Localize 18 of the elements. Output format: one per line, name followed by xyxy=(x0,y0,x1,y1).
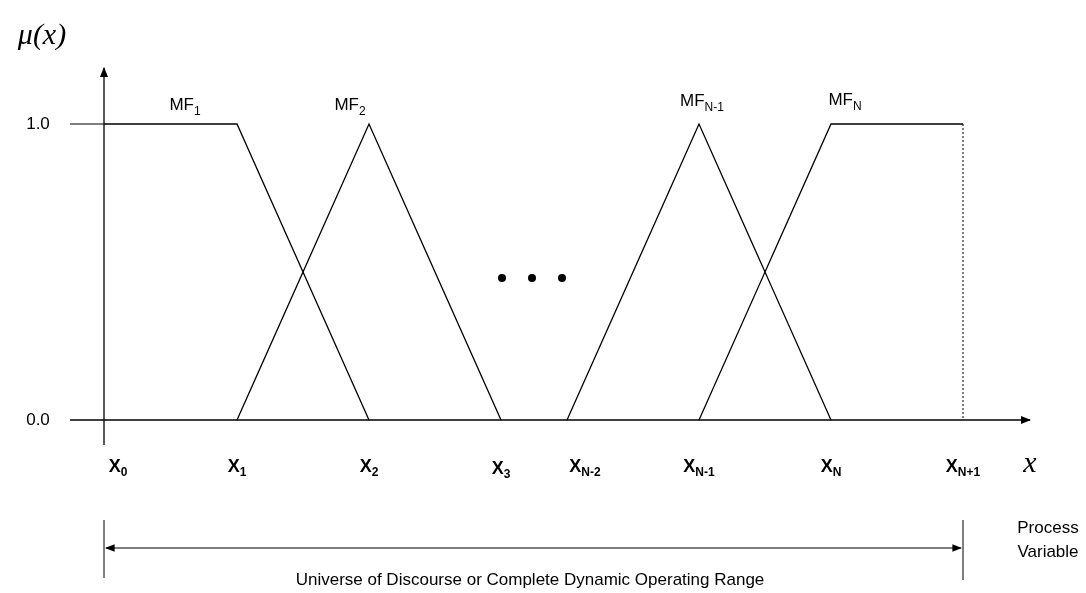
tick-label: X$_{N-2}$ xyxy=(569,455,601,481)
tick-label: 1.0 xyxy=(26,114,50,134)
axis-label: μ(x) xyxy=(17,16,67,52)
tick-label: X$_{0}$ xyxy=(108,455,128,481)
tick-label: X$_{2}$ xyxy=(359,455,379,481)
curve-label: MF$_{N-1}$ xyxy=(680,91,724,115)
curve-label: MF$_{2}$ xyxy=(334,95,366,119)
tick-label: X$_{N+1}$ xyxy=(945,455,981,481)
tick-label: 0.0 xyxy=(26,410,50,430)
tick-label: X$_{N-1}$ xyxy=(683,455,715,481)
curve-label: MF$_{N}$ xyxy=(828,90,862,114)
tick-label: X$_{3}$ xyxy=(491,457,511,483)
tick-label: X$_{1}$ xyxy=(227,455,247,481)
range-label: Universe of Discourse or Complete Dynamic Operating Range xyxy=(295,570,765,590)
axis-label: x xyxy=(1023,444,1037,480)
tick-label: X$_{N}$ xyxy=(820,455,842,481)
axis-label: Process Variable xyxy=(1016,517,1080,563)
curve-label: MF$_{1}$ xyxy=(169,95,201,119)
